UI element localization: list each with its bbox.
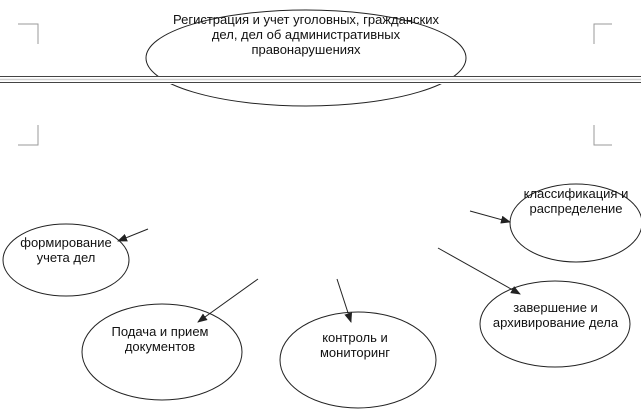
node-label-completion: завершение и архивирование дела	[483, 300, 628, 330]
node-label-classification: классификация и распределение	[510, 186, 641, 216]
node-label-submission: Подача и прием документов	[90, 324, 230, 354]
node-ellipse-submission	[81, 303, 243, 401]
arrow-to-formation	[117, 228, 149, 242]
node-label-line: контроль и	[322, 330, 388, 345]
node-ellipse-formation	[2, 223, 130, 297]
node-ellipse-completion	[479, 280, 631, 368]
corner-mark	[593, 23, 612, 44]
node-label-line: архивирование дела	[492, 315, 619, 330]
arrow-to-control	[336, 278, 353, 323]
node-label-line: мониторинг	[319, 345, 391, 360]
node-label-line: документов	[124, 339, 196, 354]
corner-mark	[18, 125, 39, 146]
node-label-control: контроль и мониторинг	[290, 330, 420, 360]
arrow-to-completion	[437, 247, 521, 295]
node-label-line: распределение	[529, 201, 623, 216]
node-label-line: формирование	[20, 235, 112, 250]
node-label-line: Подача и прием	[111, 324, 209, 339]
node-label-line: завершение и	[513, 300, 598, 315]
diagram-title-line: правонарушениях	[251, 42, 361, 57]
node-label-line: классификация и	[523, 186, 629, 201]
node-label-formation: формирование учета дел	[10, 235, 122, 265]
diagram-title-line: Регистрация и учет уголовных, граждански…	[173, 12, 439, 27]
arrow-to-submission	[197, 278, 259, 323]
corner-mark	[593, 125, 612, 146]
arrow-to-classification	[469, 210, 511, 224]
corner-mark	[18, 23, 39, 44]
node-label-line: учета дел	[36, 250, 96, 265]
node-ellipse-control	[279, 311, 437, 409]
diagram-title: Регистрация и учет уголовных, граждански…	[146, 12, 466, 57]
diagram-title-line: дел, дел об административных	[211, 27, 401, 42]
